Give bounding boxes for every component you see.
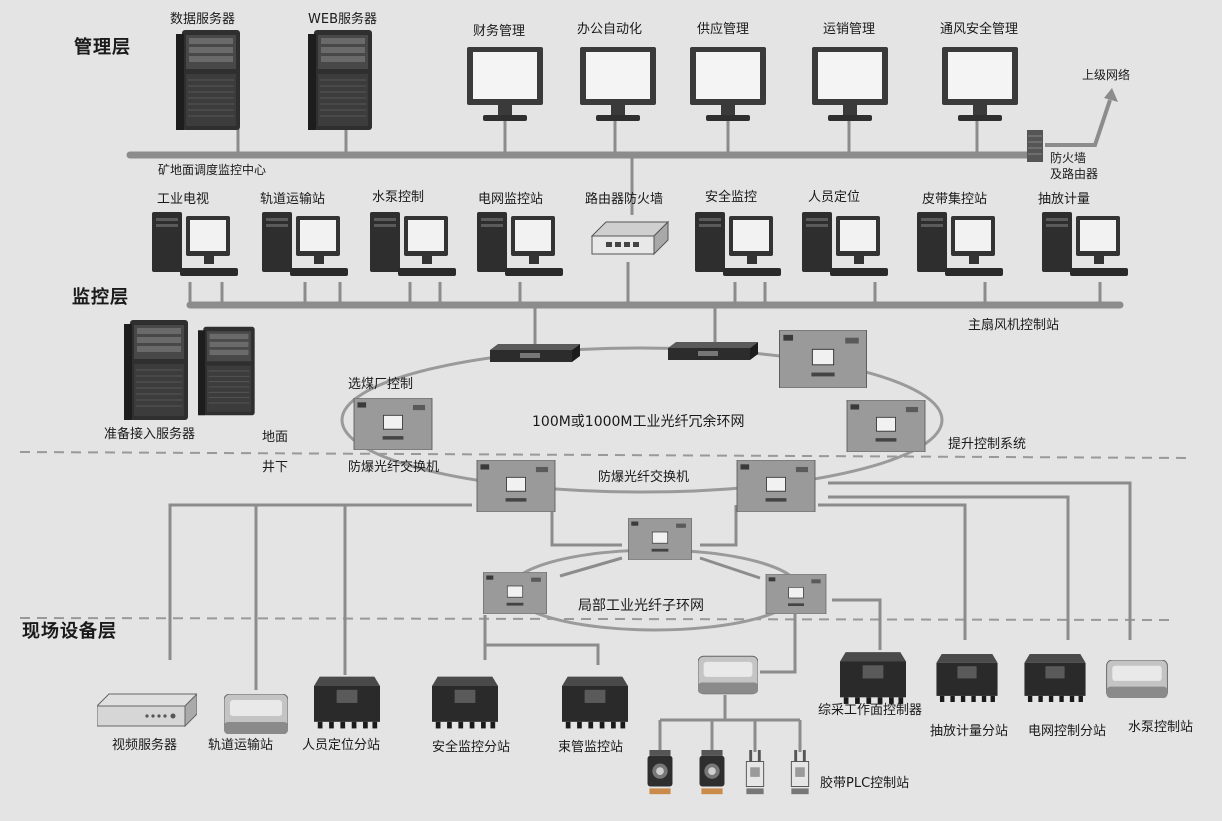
safety-substation-label: 安全监控分站	[432, 740, 511, 755]
layer-label-monitoring: 监控层	[72, 287, 129, 308]
management-bus	[126, 88, 1118, 215]
belt-control-label: 皮带集控站	[922, 192, 988, 207]
field-links	[168, 481, 1132, 752]
belt-plc-label: 胶带PLC控制站	[820, 776, 910, 791]
grid-monitoring-label: 电网监控站	[478, 192, 544, 207]
water-pump-label: 水泵控制	[372, 190, 425, 205]
finance-label: 财务管理	[473, 24, 526, 39]
firewall-router-label-2: 及路由器	[1050, 167, 1099, 181]
rail-transport-label: 轨道运输站	[260, 192, 326, 207]
divider-lines	[19, 451, 1191, 621]
layer-label-field: 现场设备层	[22, 621, 117, 642]
router-firewall-label: 路由器防火墙	[585, 192, 664, 207]
safety-monitoring-label: 安全监控	[705, 190, 758, 205]
office-automation-label: 办公自动化	[577, 22, 643, 37]
ventilation-safety-label: 通风安全管理	[940, 22, 1019, 37]
drainage-substation-label: 抽放计量分站	[930, 724, 1009, 739]
rail-station-label: 轨道运输站	[208, 738, 274, 753]
layer-label-management: 管理层	[74, 37, 131, 58]
grid-control-substation-label: 电网控制分站	[1028, 724, 1107, 739]
firewall-router-label-1: 防火墙	[1050, 151, 1087, 165]
hoist-control-label: 提升控制系统	[948, 437, 1027, 452]
web-server-label: WEB服务器	[308, 12, 377, 27]
fully-mech-controller-label: 综采工作面控制器	[818, 703, 923, 718]
video-server-label: 视频服务器	[112, 738, 178, 753]
explosion-proof-switch-left-label: 防爆光纤交换机	[348, 460, 440, 475]
firewall-router-device[interactable]	[1027, 130, 1043, 162]
underground-label: 井下	[262, 460, 289, 475]
drainage-metering-label: 抽放计量	[1038, 192, 1091, 207]
coal-prep-control-label: 选煤厂控制	[348, 377, 414, 392]
explosion-proof-switch-center-label: 防爆光纤交换机	[598, 470, 690, 485]
fiber-ring-label: 100M或1000M工业光纤冗余环网	[532, 414, 745, 430]
backbone-label: 矿地面调度监控中心	[158, 163, 267, 177]
industrial-tv-label: 工业电视	[157, 192, 210, 207]
fiber-ring-network	[340, 346, 944, 494]
local-ring-label: 局部工业光纤子环网	[578, 598, 704, 614]
standby-access-servers-label: 准备接入服务器	[104, 427, 196, 442]
monitoring-bus	[186, 262, 1124, 345]
personnel-substation-label: 人员定位分站	[302, 738, 381, 753]
bundle-tube-label: 束管监控站	[558, 740, 624, 755]
supply-label: 供应管理	[697, 22, 750, 37]
surface-label: 地面	[262, 430, 289, 445]
upper-network-label: 上级网络	[1082, 68, 1131, 82]
personnel-positioning-label: 人员定位	[808, 190, 861, 205]
transport-sales-label: 运销管理	[823, 22, 876, 37]
main-fan-control-label: 主扇风机控制站	[968, 318, 1060, 333]
water-pump-station-label: 水泵控制站	[1128, 720, 1194, 735]
data-server-label: 数据服务器	[170, 12, 236, 27]
